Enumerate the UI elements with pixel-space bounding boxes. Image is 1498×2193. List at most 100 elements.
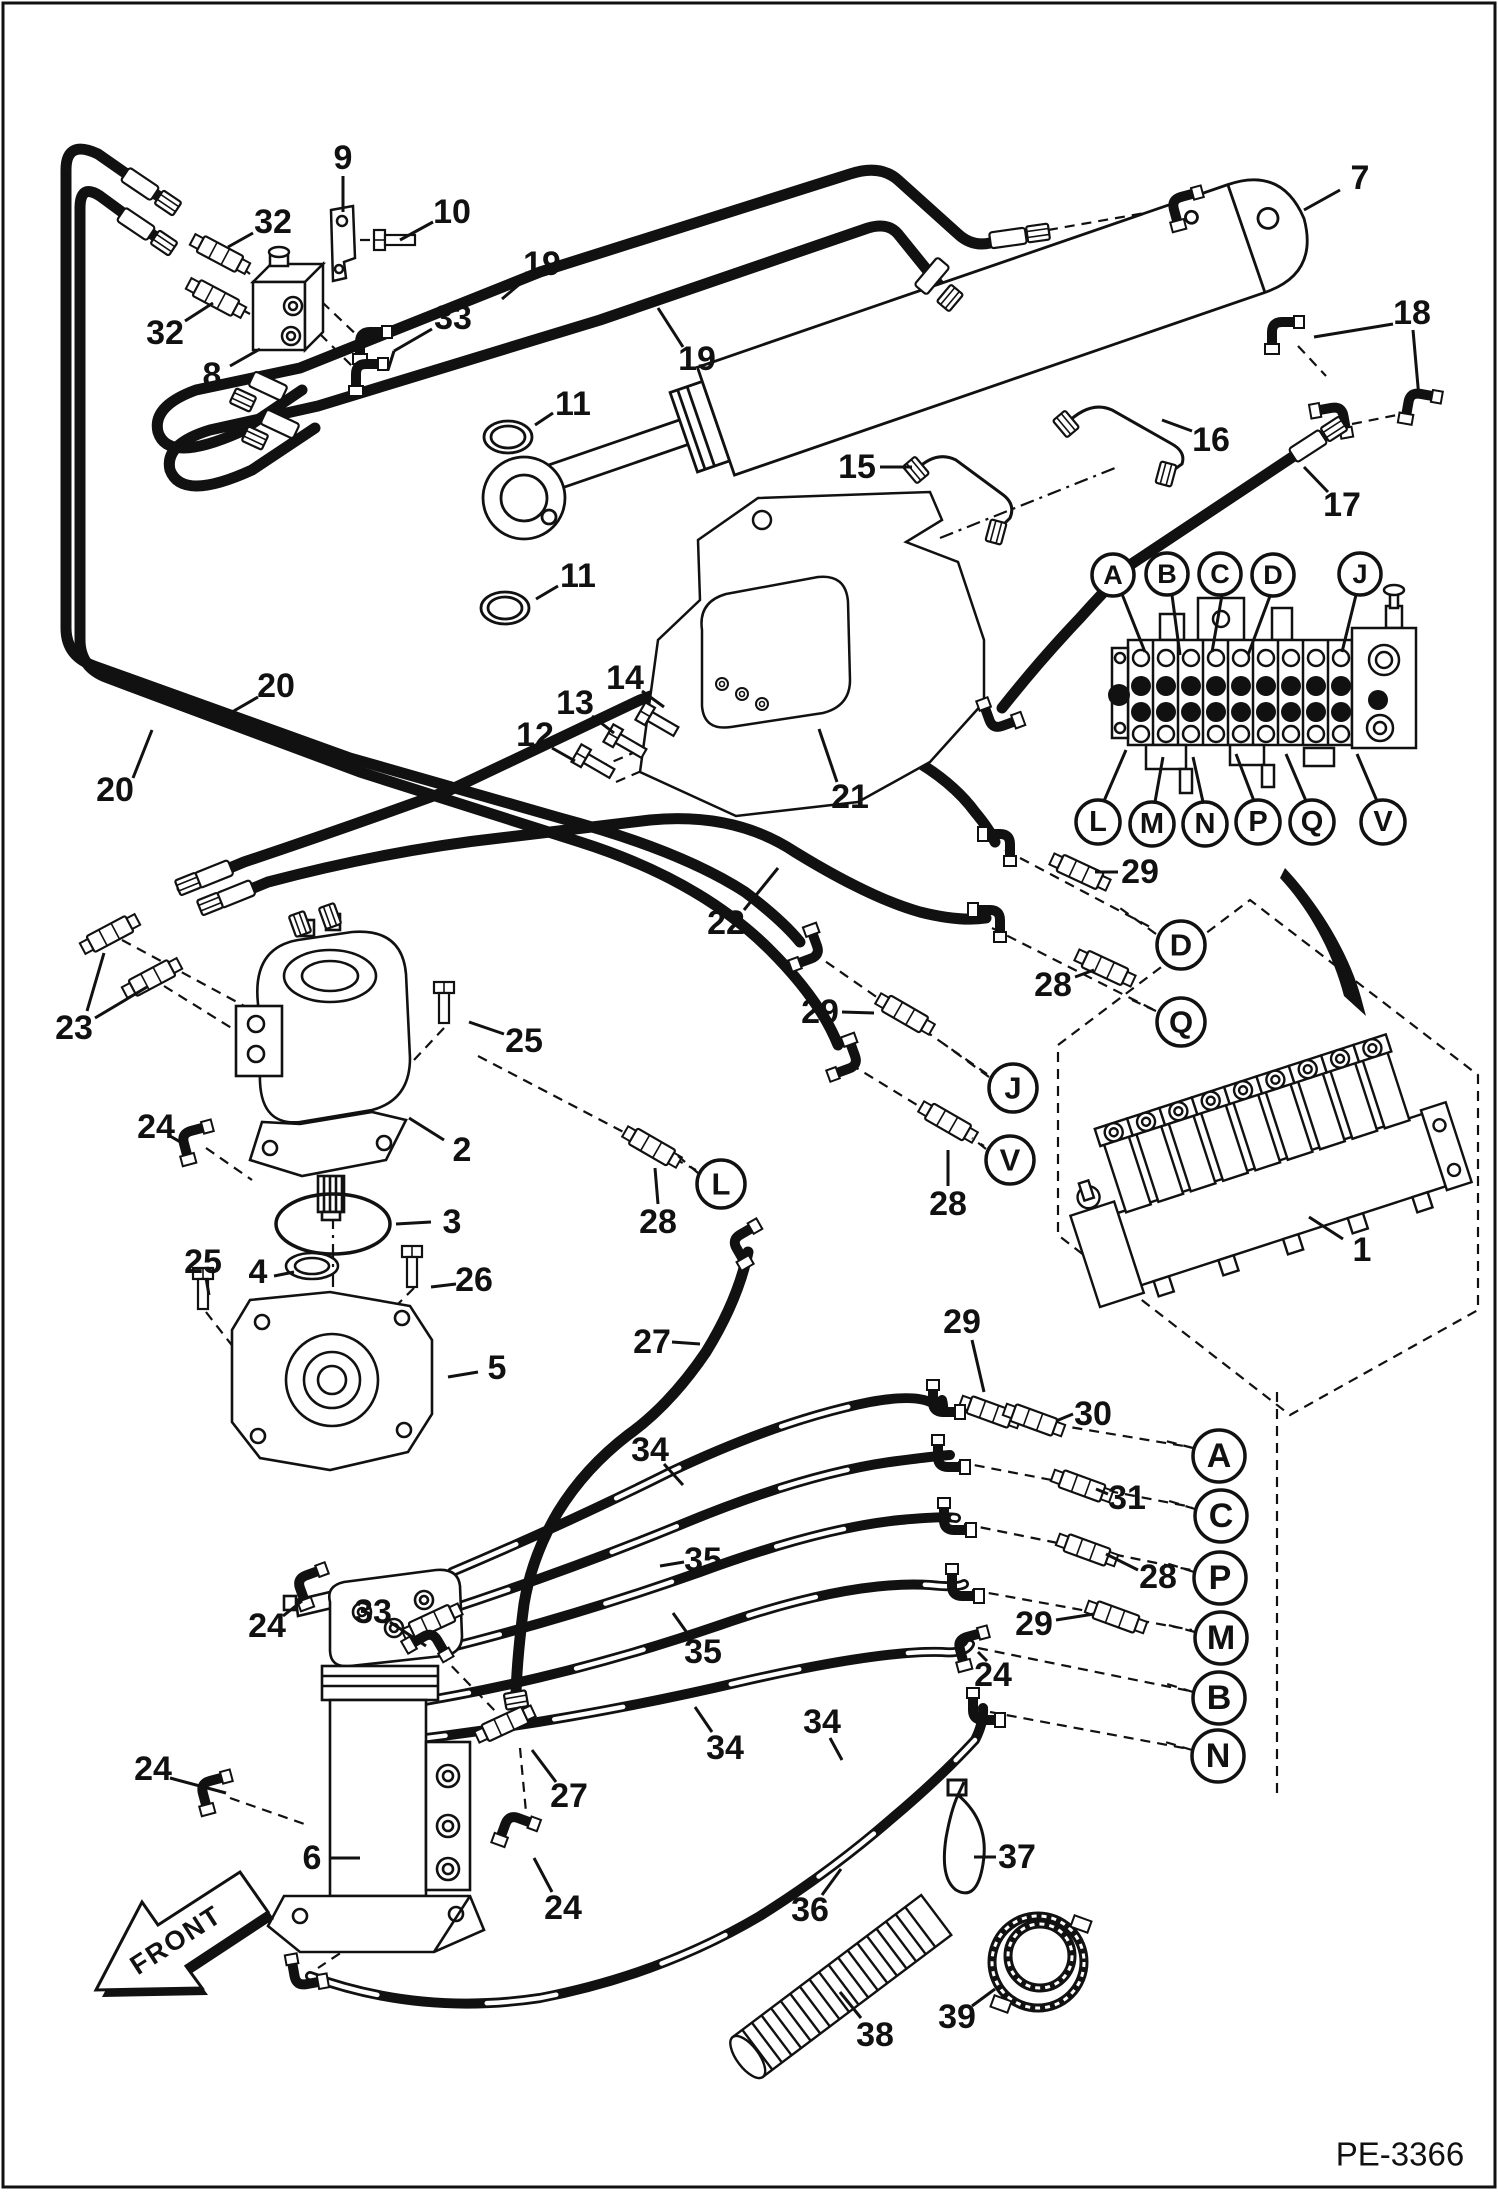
callout-24: 24	[248, 1599, 303, 1645]
o-ring-3	[274, 1192, 392, 1256]
svg-text:34: 34	[803, 1703, 841, 1741]
port-circle-V: V	[1355, 753, 1407, 846]
callout-34: 34	[693, 1706, 744, 1767]
callout-28: 28	[929, 1150, 967, 1223]
cylinder-body	[695, 178, 1309, 477]
port-circle-P: P	[1165, 1550, 1248, 1606]
svg-text:35: 35	[684, 1541, 722, 1579]
callout-1: 1	[1308, 1215, 1371, 1269]
svg-text:N: N	[1195, 808, 1216, 840]
svg-text:8: 8	[203, 356, 222, 394]
svg-text:29: 29	[801, 993, 839, 1031]
svg-text:17: 17	[1323, 486, 1361, 524]
callout-29: 29	[1095, 853, 1159, 891]
callout-25: 25	[468, 1020, 543, 1060]
callout-32: 32	[146, 301, 214, 352]
callout-28: 28	[1105, 1552, 1177, 1596]
svg-text:26: 26	[455, 1261, 493, 1299]
svg-text:6: 6	[303, 1839, 322, 1877]
svg-text:Q: Q	[1169, 1005, 1193, 1040]
callout-31: 31	[1095, 1479, 1146, 1517]
svg-text:C: C	[1210, 559, 1230, 589]
svg-text:28: 28	[1034, 966, 1072, 1004]
callout-4: 4	[249, 1253, 295, 1291]
svg-text:2: 2	[453, 1131, 472, 1169]
svg-text:24: 24	[137, 1108, 175, 1146]
svg-text:37: 37	[998, 1838, 1036, 1876]
svg-text:P: P	[1209, 1559, 1232, 1597]
svg-text:19: 19	[678, 340, 716, 378]
svg-text:23: 23	[55, 1009, 93, 1047]
callout-37: 37	[974, 1838, 1036, 1876]
callout-6: 6	[303, 1839, 360, 1877]
port-circle-C: C	[1165, 1488, 1249, 1544]
svg-text:34: 34	[706, 1729, 744, 1767]
callout-35: 35	[659, 1541, 722, 1579]
callout-22: 22	[707, 867, 780, 942]
callout-20: 20	[96, 729, 154, 809]
callout-34: 34	[631, 1431, 685, 1487]
callout-10: 10	[399, 193, 471, 242]
callout-33: 33	[386, 299, 472, 371]
boom-cylinder	[479, 178, 1309, 626]
svg-text:Q: Q	[1301, 806, 1324, 838]
svg-text:N: N	[1206, 1737, 1231, 1775]
callout-2: 2	[408, 1116, 472, 1169]
callout-11: 11	[534, 385, 591, 427]
port-circle-J: J	[943, 1043, 1039, 1114]
svg-text:16: 16	[1192, 421, 1230, 459]
svg-text:27: 27	[550, 1777, 588, 1815]
callout-34: 34	[803, 1703, 844, 1761]
port-circle-L: L	[677, 1155, 747, 1210]
svg-text:29: 29	[1015, 1605, 1053, 1643]
callout-20: 20	[231, 667, 295, 714]
hoses-bottom-fan	[305, 1393, 989, 2009]
spiral-hose-guard-38	[729, 1893, 953, 2080]
callout-28: 28	[1034, 966, 1095, 1004]
callout-8: 8	[203, 347, 261, 394]
svg-text:32: 32	[146, 314, 184, 352]
callout-19: 19	[656, 307, 716, 378]
callout-30: 30	[1055, 1395, 1112, 1433]
port-circle-N: N	[1161, 1728, 1246, 1784]
port-circle-V: V	[971, 1134, 1036, 1186]
callout-24: 24	[134, 1750, 227, 1795]
svg-text:33: 33	[434, 299, 472, 337]
callout-29: 29	[1015, 1605, 1095, 1643]
callout-28: 28	[639, 1167, 677, 1241]
svg-text:M: M	[1140, 808, 1164, 840]
hose-27	[510, 1246, 754, 1700]
svg-text:21: 21	[831, 778, 869, 816]
callout-26: 26	[430, 1261, 493, 1299]
svg-text:24: 24	[134, 1750, 172, 1788]
callout-3: 3	[395, 1203, 462, 1241]
relief-block-8	[249, 204, 357, 354]
svg-text:25: 25	[505, 1022, 543, 1060]
svg-text:38: 38	[856, 2016, 894, 2054]
svg-text:A: A	[1207, 1437, 1232, 1475]
svg-text:15: 15	[838, 448, 876, 486]
callout-35: 35	[671, 1612, 722, 1671]
svg-text:L: L	[1089, 806, 1107, 838]
svg-text:35: 35	[684, 1633, 722, 1671]
port-circle-C: C	[1197, 551, 1243, 653]
callout-5: 5	[447, 1349, 506, 1387]
svg-text:14: 14	[606, 659, 644, 697]
callout-24: 24	[532, 1857, 582, 1927]
callout-21: 21	[817, 728, 869, 816]
port-circle-A: A	[1090, 552, 1147, 653]
svg-text:20: 20	[96, 771, 134, 809]
port-circle-A: A	[1161, 1428, 1247, 1484]
svg-text:P: P	[1248, 806, 1267, 838]
callout-39: 39	[938, 1987, 996, 2036]
svg-text:31: 31	[1108, 1479, 1146, 1517]
port-circle-D: D	[1119, 907, 1207, 971]
callout-36: 36	[791, 1868, 843, 1929]
port-circle-N: N	[1181, 756, 1229, 848]
callout-9: 9	[334, 139, 352, 212]
svg-text:28: 28	[929, 1185, 967, 1223]
svg-text:3: 3	[443, 1203, 462, 1241]
